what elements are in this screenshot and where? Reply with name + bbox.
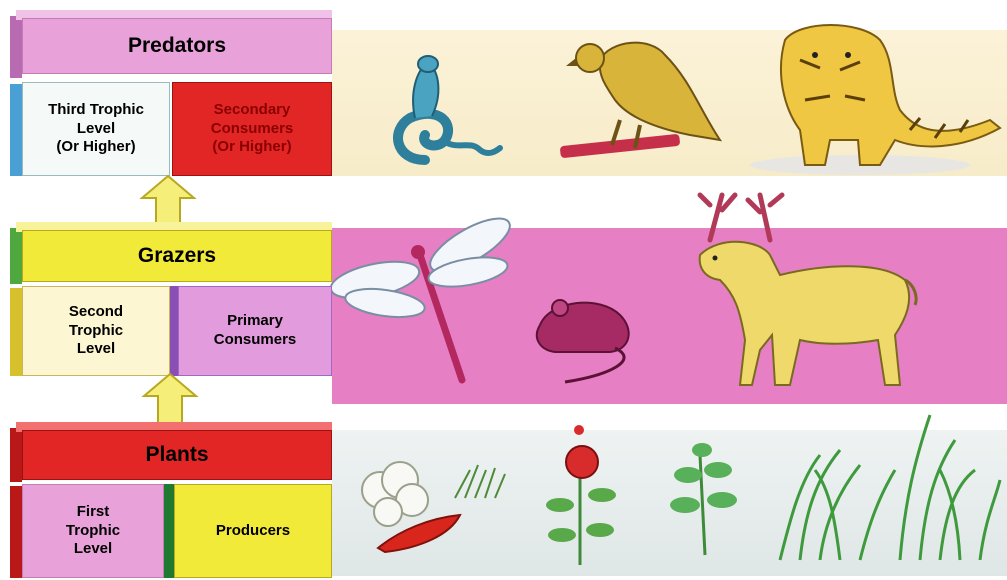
plants-role-line-1: Producers bbox=[216, 522, 290, 541]
snake-icon bbox=[398, 56, 500, 160]
predators-title: Predators bbox=[22, 18, 332, 74]
predators-level-label: Third Trophic Level (Or Higher) bbox=[22, 82, 170, 176]
plants-level-line-3: Level bbox=[74, 540, 112, 559]
rose-icon bbox=[546, 425, 616, 565]
grazers-level-label: Second Trophic Level bbox=[22, 286, 170, 376]
plants-level-label: First Trophic Level bbox=[22, 484, 164, 578]
dragonfly-icon bbox=[328, 209, 517, 380]
up-arrow-icon-lower bbox=[140, 372, 200, 426]
tall-grass-icon bbox=[780, 415, 1000, 560]
predators-level-line-1: Third Trophic bbox=[48, 101, 144, 120]
predators-level-line-3: (Or Higher) bbox=[56, 138, 135, 157]
grazers-role-line-1: Primary bbox=[227, 312, 283, 331]
mouse-icon bbox=[537, 300, 629, 382]
grass-icon bbox=[455, 465, 505, 498]
plants-role-label: Producers bbox=[174, 484, 332, 578]
grazers-role-label: Primary Consumers bbox=[178, 286, 332, 376]
grazers-title: Grazers bbox=[22, 230, 332, 282]
predators-role-line-3: (Or Higher) bbox=[212, 138, 291, 157]
cauliflower-icon bbox=[362, 462, 428, 526]
plants-title: Plants bbox=[22, 430, 332, 480]
grazers-level-line-2: Trophic bbox=[69, 322, 123, 341]
predators-role-line-2: Consumers bbox=[211, 120, 294, 139]
shrub-icon bbox=[670, 443, 737, 555]
predators-role-line-1: Secondary bbox=[214, 101, 291, 120]
grazers-level-line-1: Second bbox=[69, 303, 123, 322]
grazers-role-line-2: Consumers bbox=[214, 331, 297, 350]
plants-level-line-2: Trophic bbox=[66, 522, 120, 541]
predators-level-line-2: Level bbox=[77, 120, 115, 139]
grazers-level-line-3: Level bbox=[77, 340, 115, 359]
predators-role-label: Secondary Consumers (Or Higher) bbox=[172, 82, 332, 176]
tiger-icon bbox=[750, 25, 1000, 175]
plants-level-line-1: First bbox=[77, 503, 110, 522]
eagle-icon bbox=[560, 43, 720, 159]
deer-icon bbox=[700, 195, 916, 385]
